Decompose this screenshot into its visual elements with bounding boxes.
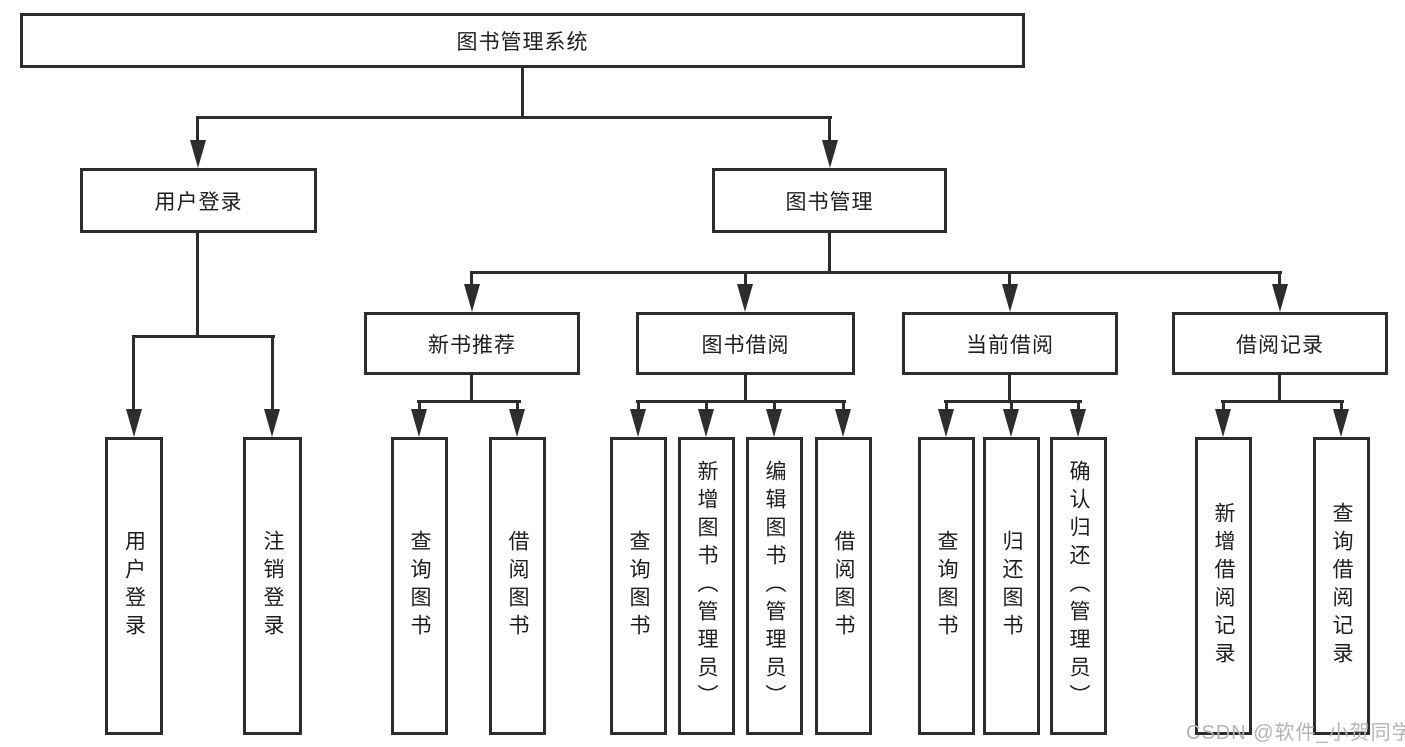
connector-root-stem bbox=[521, 68, 524, 118]
leaf-label: 新增图书（管理员） bbox=[695, 460, 719, 712]
leaf-return-book: 归还图书 bbox=[983, 437, 1040, 735]
connector-drop-current-borrowing bbox=[1008, 271, 1011, 287]
arrowhead-book-management bbox=[822, 140, 838, 168]
connector-drop-user-login bbox=[196, 116, 199, 142]
node-library-management-system: 图书管理系统 bbox=[20, 13, 1025, 68]
connector-book-borrowing-rail bbox=[636, 400, 846, 403]
node-book-management: 图书管理 bbox=[712, 168, 947, 233]
arrowhead-leaf-user-login bbox=[126, 409, 142, 437]
node-label: 借阅记录 bbox=[1236, 333, 1324, 357]
leaf-label: 确认归还（管理员） bbox=[1067, 460, 1091, 712]
leaf-user-login: 用户登录 bbox=[105, 437, 163, 735]
arrowhead-book-borrowing bbox=[737, 284, 753, 312]
leaf-confirm-return-admin: 确认归还（管理员） bbox=[1050, 437, 1107, 735]
connector-user-login-stem bbox=[196, 233, 199, 337]
leaf-edit-book-admin: 编辑图书（管理员） bbox=[746, 437, 803, 735]
node-borrowing-records: 借阅记录 bbox=[1172, 312, 1388, 375]
leaf-query-books-recommend: 查询图书 bbox=[391, 437, 448, 735]
connector-new-book-recommend-rail bbox=[417, 400, 521, 403]
arrowhead-borrow-books-1 bbox=[509, 409, 525, 437]
arrowhead-current-borrowing bbox=[1002, 284, 1018, 312]
arrowhead-new-book-recommend bbox=[464, 284, 480, 312]
connector-drop-add-borrow-record bbox=[1222, 400, 1225, 411]
leaf-logout: 注销登录 bbox=[243, 437, 302, 735]
leaf-label: 查询借阅记录 bbox=[1330, 502, 1354, 670]
leaf-query-books-borrowing: 查询图书 bbox=[610, 437, 667, 735]
connector-drop-new-book-recommend bbox=[470, 271, 473, 287]
connector-level1-rail bbox=[196, 116, 832, 119]
leaf-label: 查询图书 bbox=[627, 530, 651, 642]
connector-current-borrowing-stem bbox=[1008, 374, 1011, 403]
connector-drop-book-borrowing bbox=[744, 271, 747, 287]
connector-current-borrowing-rail bbox=[944, 400, 1082, 403]
leaf-label: 查询图书 bbox=[935, 530, 959, 642]
node-label: 当前借阅 bbox=[966, 333, 1054, 357]
leaf-label: 用户登录 bbox=[122, 530, 146, 642]
connector-new-book-recommend-stem bbox=[470, 374, 473, 403]
connector-drop-book-management bbox=[828, 116, 831, 142]
leaf-borrow-books-recommend: 借阅图书 bbox=[489, 437, 546, 735]
connector-borrowing-records-stem bbox=[1278, 374, 1281, 403]
arrowhead-edit-book-admin bbox=[766, 409, 782, 437]
leaf-query-borrow-record: 查询借阅记录 bbox=[1313, 437, 1370, 735]
connector-borrowing-records-rail bbox=[1221, 400, 1344, 403]
connector-drop-query-books-3 bbox=[945, 400, 948, 411]
connector-level2-rail bbox=[470, 271, 1282, 274]
connector-drop-leaf-logout bbox=[271, 335, 274, 411]
connector-drop-return-book bbox=[1010, 400, 1013, 411]
arrowhead-query-books-3 bbox=[938, 409, 954, 437]
connector-drop-borrow-books-1 bbox=[516, 400, 519, 411]
arrowhead-borrowing-records bbox=[1272, 284, 1288, 312]
node-label: 新书推荐 bbox=[428, 333, 516, 357]
arrowhead-add-book-admin bbox=[698, 409, 714, 437]
node-label: 图书借阅 bbox=[701, 333, 790, 357]
csdn-watermark: CSDN @软件_小贺同学 bbox=[1186, 722, 1405, 744]
leaf-label: 新增借阅记录 bbox=[1212, 502, 1236, 670]
arrowhead-leaf-logout bbox=[264, 409, 280, 437]
connector-drop-borrowing-records bbox=[1278, 271, 1281, 287]
leaf-add-borrow-record: 新增借阅记录 bbox=[1195, 437, 1252, 735]
connector-drop-leaf-user-login bbox=[132, 335, 135, 411]
leaf-query-books-current: 查询图书 bbox=[918, 437, 975, 735]
arrowhead-user-login bbox=[190, 140, 206, 168]
arrowhead-query-books-2 bbox=[630, 409, 646, 437]
leaf-label: 查询图书 bbox=[408, 530, 432, 642]
connector-book-management-stem bbox=[828, 233, 831, 273]
node-user-login: 用户登录 bbox=[80, 168, 317, 233]
leaf-add-book-admin: 新增图书（管理员） bbox=[678, 437, 735, 735]
node-book-borrowing: 图书借阅 bbox=[636, 312, 855, 375]
leaf-label: 编辑图书（管理员） bbox=[763, 460, 787, 712]
connector-drop-confirm-return-admin bbox=[1077, 400, 1080, 411]
arrowhead-return-book bbox=[1003, 409, 1019, 437]
node-label: 图书管理 bbox=[785, 190, 874, 214]
arrowhead-query-borrow-record bbox=[1333, 409, 1349, 437]
connector-drop-query-books-2 bbox=[637, 400, 640, 411]
arrowhead-confirm-return-admin bbox=[1070, 409, 1086, 437]
connector-drop-query-borrow-record bbox=[1340, 400, 1343, 411]
leaf-label: 借阅图书 bbox=[506, 530, 530, 642]
connector-drop-edit-book-admin bbox=[773, 400, 776, 411]
connector-book-borrowing-stem bbox=[744, 374, 747, 403]
node-current-borrowing: 当前借阅 bbox=[902, 312, 1118, 375]
connector-drop-add-book-admin bbox=[705, 400, 708, 411]
leaf-borrow-books-borrowing: 借阅图书 bbox=[815, 437, 872, 735]
leaf-label: 注销登录 bbox=[261, 530, 285, 642]
node-label: 用户登录 bbox=[154, 190, 243, 214]
connector-drop-borrow-books-2 bbox=[842, 400, 845, 411]
arrowhead-borrow-books-2 bbox=[835, 409, 851, 437]
arrowhead-query-books-1 bbox=[411, 409, 427, 437]
connector-user-login-rail bbox=[132, 335, 275, 338]
leaf-label: 归还图书 bbox=[1000, 530, 1024, 642]
arrowhead-add-borrow-record bbox=[1215, 409, 1231, 437]
node-new-book-recommend: 新书推荐 bbox=[364, 312, 580, 375]
connector-drop-query-books-1 bbox=[418, 400, 421, 411]
leaf-label: 借阅图书 bbox=[832, 530, 856, 642]
node-label: 图书管理系统 bbox=[456, 30, 589, 54]
